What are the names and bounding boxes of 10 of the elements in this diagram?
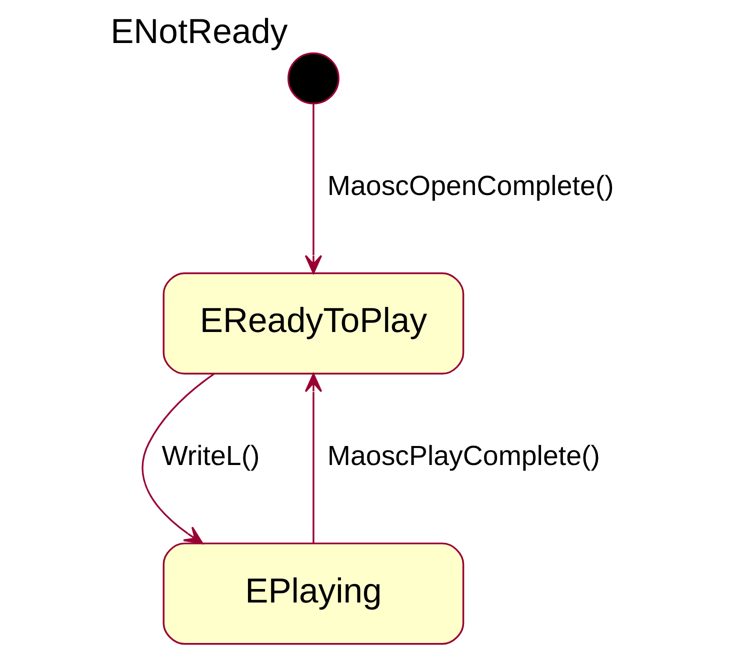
edge-label: MaoscPlayComplete(): [326, 440, 600, 472]
node-label: ENotReady: [110, 12, 288, 51]
edge-label: WriteL(): [161, 440, 260, 472]
arrow: [304, 373, 322, 544]
edge-label: MaoscOpenComplete(): [326, 170, 614, 201]
arrow: [304, 104, 322, 274]
node-box: EReadyToPlay: [162, 272, 464, 375]
node-box: EPlaying: [162, 542, 464, 645]
node-circle: [286, 52, 339, 104]
arrow: [141, 373, 214, 544]
